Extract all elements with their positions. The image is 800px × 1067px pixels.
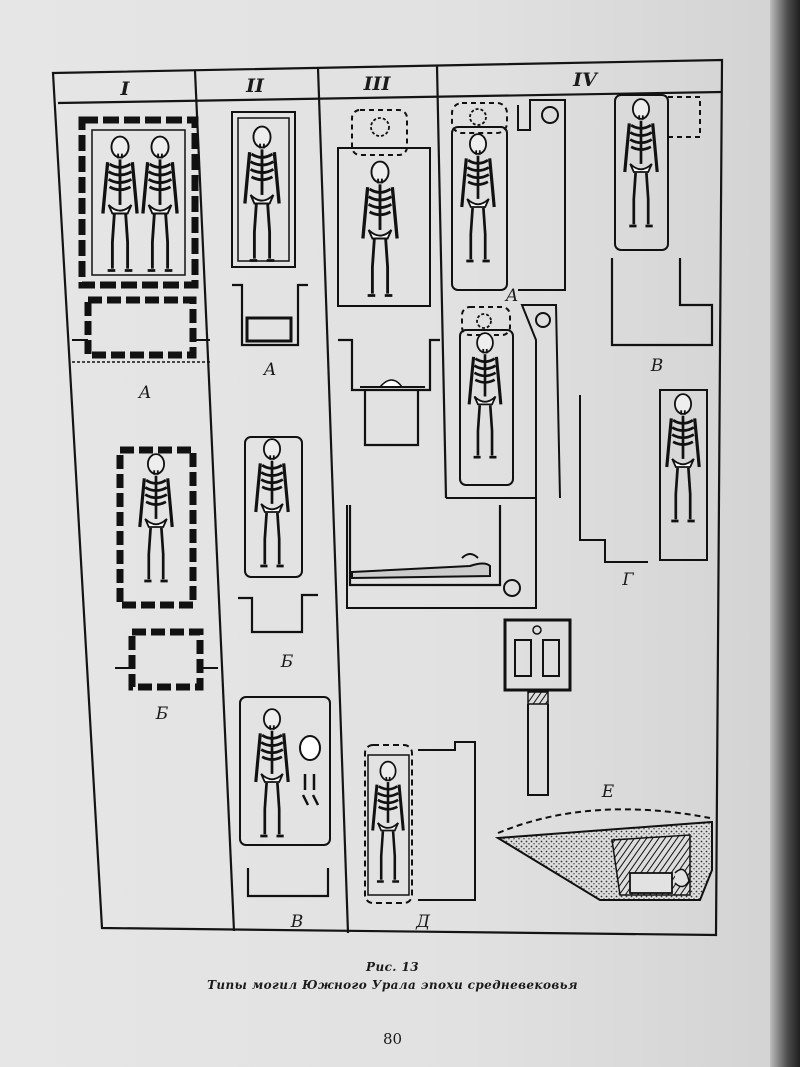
label-c4-g: Г — [622, 570, 634, 590]
label-c2-a: А — [263, 360, 277, 380]
column-3-graves — [337, 109, 537, 904]
label-c1-a: А — [138, 383, 152, 403]
page-number: 80 — [382, 1030, 403, 1048]
column-header-3: III — [363, 73, 391, 95]
figure-caption-title: Рис. 13 — [366, 960, 419, 974]
column-2-graves — [231, 111, 331, 898]
figure-caption-text: Типы могил Южного Урала эпохи средневеко… — [207, 978, 578, 992]
column-4-graves — [446, 94, 714, 901]
label-c4-v: В — [650, 356, 664, 376]
column-1-graves — [72, 116, 218, 691]
column-header-4: IV — [573, 69, 597, 91]
label-c4-a: А — [505, 286, 519, 306]
label-c3-d: Д — [416, 912, 430, 932]
page-edge-shadow — [770, 0, 800, 1067]
label-c2-b: Б — [280, 652, 294, 672]
column-header-2: II — [246, 75, 264, 97]
label-c2-v: В — [290, 912, 304, 932]
figure-frame — [51, 58, 724, 937]
label-c4-e: Е — [601, 782, 615, 802]
column-header-1: I — [120, 78, 130, 100]
label-c1-b: Б — [155, 704, 169, 724]
